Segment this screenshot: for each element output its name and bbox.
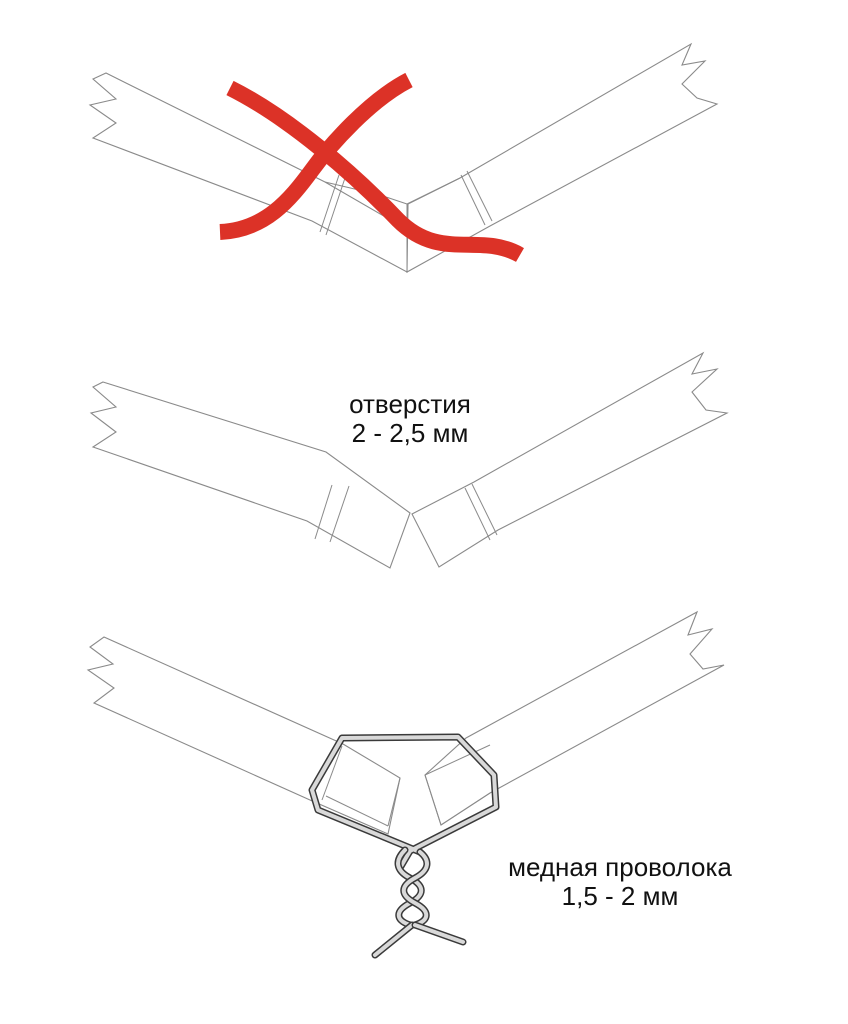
holes-label-line2: 2 - 2,5 мм [351, 418, 469, 448]
copper-wire-icon [308, 733, 500, 959]
wire-label: медная проволока 1,5 - 2 мм [455, 853, 785, 911]
panel-wrong-joint [88, 42, 719, 273]
left-plank-holes [89, 381, 411, 569]
panel-holes [89, 351, 729, 569]
wire-label-line1: медная проволока [508, 852, 732, 882]
right-plank-holes [411, 351, 729, 568]
left-plank [88, 72, 409, 273]
wire-label-line2: 1,5 - 2 мм [561, 881, 679, 911]
right-plank-wire [424, 610, 725, 826]
left-plank-wire [86, 636, 401, 835]
cross-stroke-a [226, 80, 524, 263]
holes-label-line1: отверстия [349, 389, 471, 419]
panel-wire [86, 610, 725, 959]
cross-stroke-b [219, 72, 413, 240]
holes-label: отверстия 2 - 2,5 мм [300, 390, 520, 448]
